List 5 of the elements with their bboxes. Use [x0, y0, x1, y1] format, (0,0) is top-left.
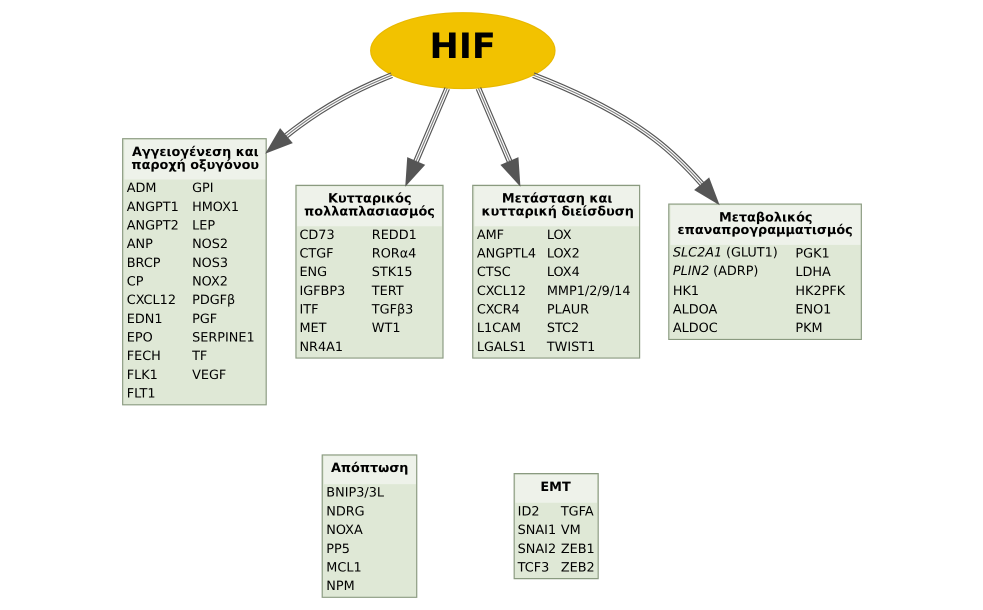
- arrow: [264, 72, 392, 154]
- arrow: [404, 87, 450, 187]
- arrow: [532, 72, 720, 206]
- arrow: [475, 87, 520, 187]
- node-ellipse: HIF: [370, 12, 556, 90]
